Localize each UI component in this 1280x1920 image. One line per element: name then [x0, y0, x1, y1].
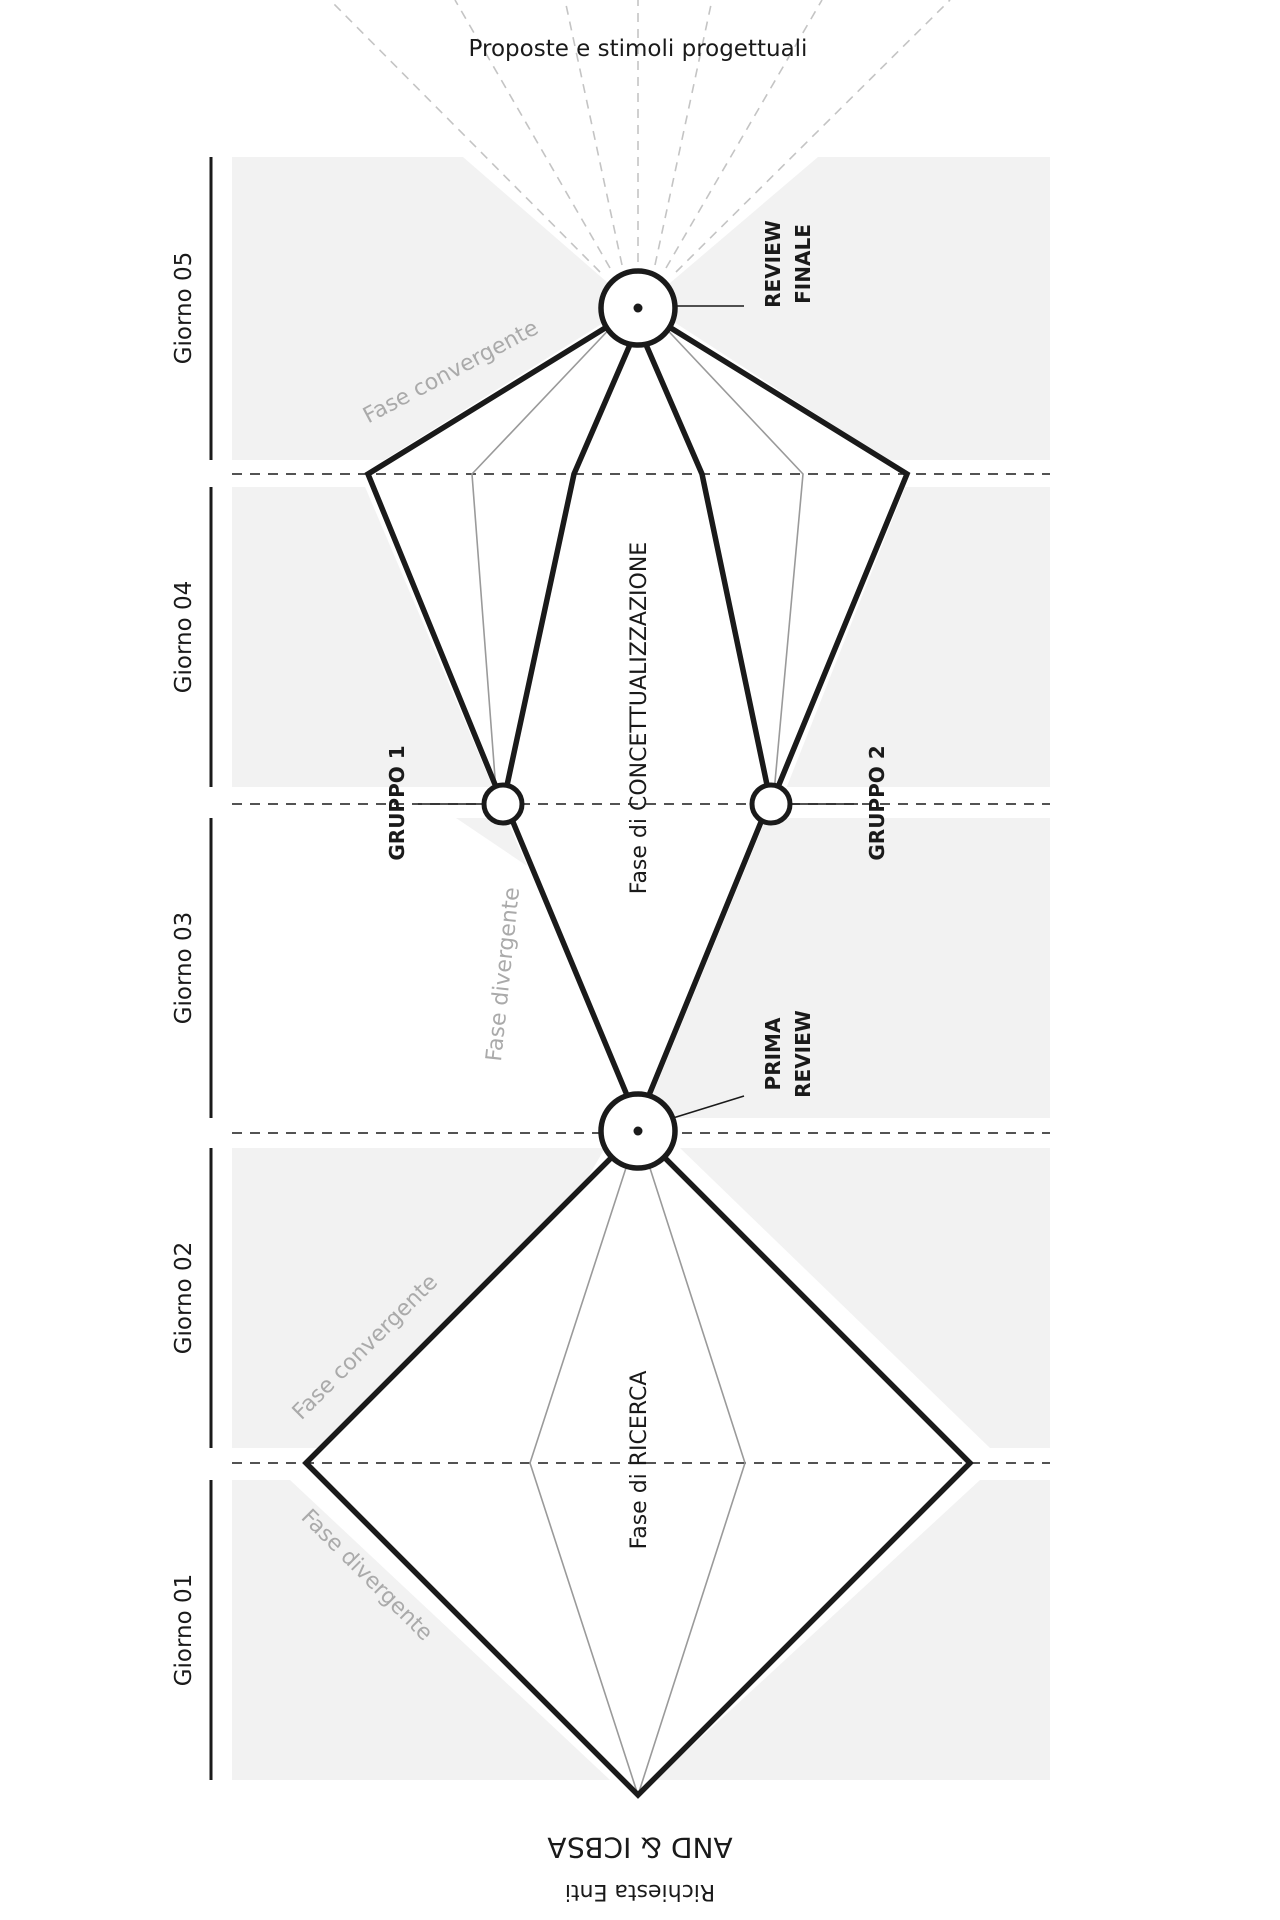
source-labels: AND & ICBSA Richiesta Enti	[547, 1831, 732, 1904]
prima-review-dot	[633, 1126, 643, 1136]
day-label-03: Giorno 03	[171, 912, 197, 1025]
gruppo-2-label: GRUPPO 2	[865, 745, 889, 860]
callout-lines	[418, 305, 858, 1119]
source-label-sub: Richiesta Enti	[565, 1879, 715, 1904]
milestone-nodes	[481, 268, 793, 1171]
conc-lower-left	[510, 820, 632, 1102]
sep-line-fill-2	[232, 787, 1050, 818]
band-day-02	[232, 1148, 605, 1448]
ricerca-diamond	[302, 1127, 974, 1799]
conc-inner-right	[657, 319, 804, 805]
review-finale-label-1: REVIEW	[761, 220, 785, 308]
diagram-title: Proposte e stimoli progettuali	[469, 36, 808, 62]
review-finale-label-2: FINALE	[791, 224, 815, 304]
conc-outer-left	[364, 322, 612, 806]
sep-line-fill-4	[232, 1448, 1050, 1480]
thick-lines	[302, 322, 974, 1799]
sep-line-fill-1	[232, 460, 1050, 487]
milestone-labels: REVIEW FINALE PRIMA REVIEW GRUPPO 1 GRUP…	[385, 220, 889, 1098]
day-label-02: Giorno 02	[171, 1242, 197, 1355]
conc-lower-right	[644, 820, 764, 1102]
day-bands	[232, 157, 1050, 1780]
band-day-01	[232, 1480, 610, 1780]
gruppo-1-label: GRUPPO 1	[385, 745, 409, 860]
source-label-main: AND & ICBSA	[547, 1831, 732, 1864]
gruppo-1-node	[481, 782, 525, 826]
band-day-01-right	[655, 1480, 1050, 1780]
conc-top-fill	[360, 300, 910, 804]
day-label-01: Giorno 01	[171, 1574, 197, 1687]
phase-ricerca: Fase di RICERCA	[627, 1371, 652, 1550]
conc-inner-thick-left	[500, 338, 635, 805]
conc-bottom-fill	[500, 804, 772, 1125]
conc-outer-right	[664, 322, 911, 806]
gruppo-2-node	[749, 782, 793, 826]
prima-review-label-1: PRIMA	[761, 1017, 785, 1090]
review-finale-dot	[633, 303, 643, 313]
band-day-02-right	[680, 1148, 1050, 1448]
prima-review-label-2: REVIEW	[791, 1010, 815, 1098]
day-labels: Giorno 05 Giorno 04 Giorno 03 Giorno 02 …	[171, 252, 197, 1687]
phase-concettualizzazione: Fase di CONCETTUALIZZAZIONE	[627, 542, 652, 894]
day-label-05: Giorno 05	[171, 252, 197, 365]
top-rays	[329, 0, 951, 273]
conc-inner-thick-right	[641, 338, 774, 805]
conc-inner-left	[471, 319, 619, 805]
day-label-04: Giorno 04	[171, 581, 197, 694]
phase-divergente-2: Fase divergente	[482, 886, 525, 1063]
